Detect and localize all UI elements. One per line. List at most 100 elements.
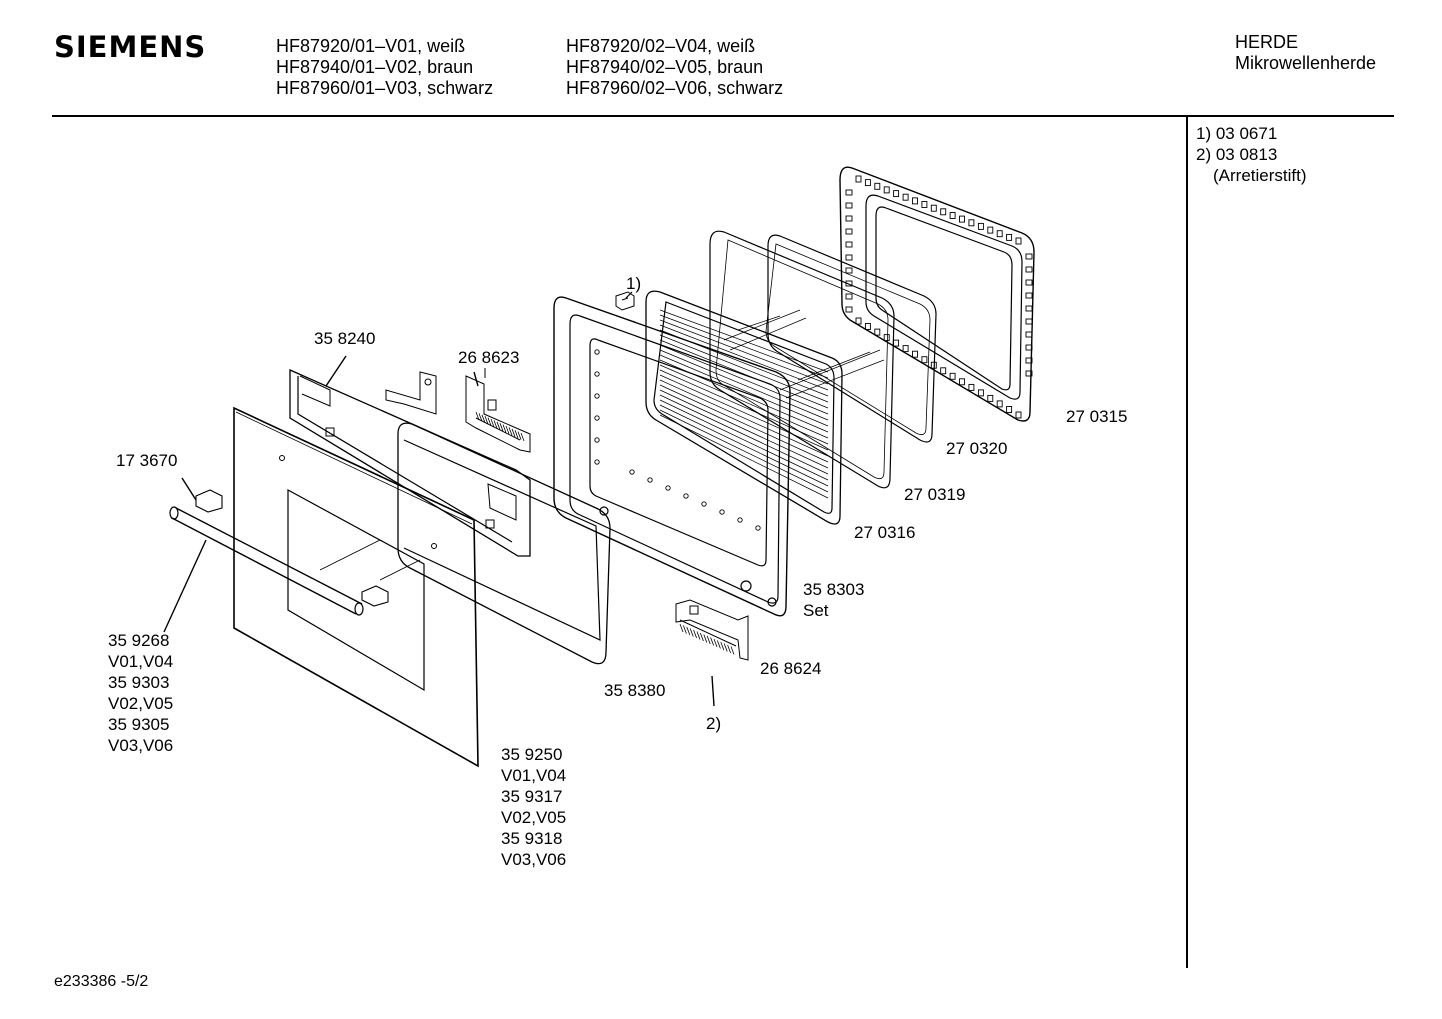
category-block: HERDE Mikrowellenherde	[1235, 32, 1376, 74]
frame-tooth	[949, 212, 956, 219]
label-line: 35 9305	[108, 715, 170, 734]
label-line: V03,V06	[108, 736, 174, 755]
inner-door-frame-358303	[553, 296, 791, 617]
coil-turn	[520, 432, 525, 442]
label-line: Set	[803, 601, 829, 620]
label-line: 35 9268	[108, 631, 170, 650]
label-line: 35 8303	[803, 580, 865, 599]
label-268623: 26 8623	[458, 348, 520, 367]
frame-tooth	[912, 350, 918, 358]
frame-tooth	[902, 345, 909, 353]
mesh-line	[659, 414, 829, 499]
label-358303: 35 8303 Set	[803, 579, 864, 621]
mesh-line	[659, 369, 829, 445]
outer-seal-frame	[839, 166, 1035, 422]
leader-lines	[163, 355, 715, 707]
frame-hole	[755, 525, 761, 531]
mesh-line	[659, 339, 829, 409]
model-list-right: HF87920/02–V04, weiß HF87940/02–V05, bra…	[566, 36, 783, 99]
frame-tooth	[1025, 305, 1033, 312]
label-268624: 26 8624	[760, 659, 822, 678]
mesh-line	[659, 349, 829, 421]
coil-turn	[696, 631, 701, 640]
frame-tooth	[1015, 237, 1022, 245]
mesh-line	[659, 389, 829, 469]
frame-tooth	[1006, 233, 1013, 241]
coil-turn	[703, 634, 708, 643]
model-line: HF87940/02–V05, braun	[566, 57, 764, 77]
notes-block: 1) 03 0671 2) 03 0813 (Arretierstift)	[1196, 123, 1307, 186]
frame-hole	[594, 393, 600, 399]
label-line: V02,V05	[108, 694, 174, 713]
coil-turn	[713, 638, 718, 648]
mesh-lines	[659, 309, 829, 499]
glass-pane-inner	[765, 243, 931, 436]
coil-turn	[720, 641, 725, 651]
frame-tooth	[855, 175, 862, 183]
frame-tooth	[855, 317, 862, 325]
glass-reflections	[723, 309, 885, 399]
outer-door-glass-359250	[233, 406, 479, 768]
frame-tooth	[1015, 411, 1022, 419]
glass-pane-270319	[709, 230, 895, 489]
frame-tooth	[893, 339, 900, 347]
frame-tooth	[977, 389, 984, 397]
coil-turn	[505, 425, 510, 435]
frame-hole	[719, 509, 725, 515]
frame-teeth	[845, 175, 1033, 419]
label-line: V02,V05	[501, 808, 567, 827]
frame-hole	[594, 371, 600, 377]
frame-tooth	[959, 378, 965, 386]
document-id: e233386 -5/2	[54, 973, 149, 990]
frame-tooth	[977, 222, 984, 230]
frame-hole	[737, 517, 743, 523]
label-358240: 35 8240	[314, 329, 376, 348]
frame-tooth	[921, 356, 928, 364]
label-ref-2: 2)	[706, 714, 722, 733]
label-270315: 27 0315	[1066, 407, 1128, 426]
mesh-line	[659, 404, 829, 487]
frame-tooth	[845, 254, 853, 261]
frame-tooth	[968, 383, 975, 391]
brand-logo: SIEMENS	[54, 30, 207, 64]
frame-tooth	[987, 394, 994, 402]
frame-tooth	[949, 372, 956, 380]
frame-tooth	[1025, 344, 1033, 351]
hinge-268624-coil	[679, 623, 735, 655]
frame-tooth	[902, 193, 909, 201]
mesh-line	[659, 379, 829, 457]
frame-hole	[701, 501, 707, 507]
frame-tooth	[940, 208, 947, 216]
model-list-left: HF87920/01–V01, weiß HF87940/01–V02, bra…	[276, 36, 493, 99]
mesh-line	[659, 309, 829, 373]
frame-tooth	[1025, 279, 1033, 286]
frame-hole	[683, 493, 689, 499]
category-line: HERDE	[1235, 32, 1299, 52]
frame-tooth	[1025, 370, 1033, 377]
mesh-line	[659, 354, 829, 427]
label-358380: 35 8380	[604, 681, 666, 700]
frame-tooth	[845, 306, 853, 313]
mesh-line	[659, 364, 829, 439]
frame-tooth	[996, 230, 1003, 238]
label-handle-group: 35 9268 V01,V04 35 9303 V02,V05 35 9305 …	[108, 630, 173, 756]
hinge-268623-coil	[475, 411, 525, 442]
coil-turn	[511, 428, 516, 437]
label-270319: 27 0319	[904, 485, 966, 504]
coil-turn	[727, 644, 731, 654]
coil-turn	[700, 632, 704, 642]
label-line: V01,V04	[501, 766, 567, 785]
frame-tooth	[874, 182, 881, 190]
coil-turn	[723, 643, 728, 652]
frame-hole	[665, 485, 671, 491]
frame-hole	[647, 477, 653, 483]
frame-tooth	[864, 179, 871, 187]
coil-turn	[686, 626, 691, 636]
upper-panel-358240	[289, 369, 531, 557]
frame-tooth	[912, 197, 918, 205]
coil-turn	[478, 413, 483, 422]
frame-tooth	[940, 367, 947, 375]
label-line: 35 9317	[501, 787, 563, 806]
mesh-line	[659, 399, 829, 481]
hinge-268623	[465, 368, 531, 453]
